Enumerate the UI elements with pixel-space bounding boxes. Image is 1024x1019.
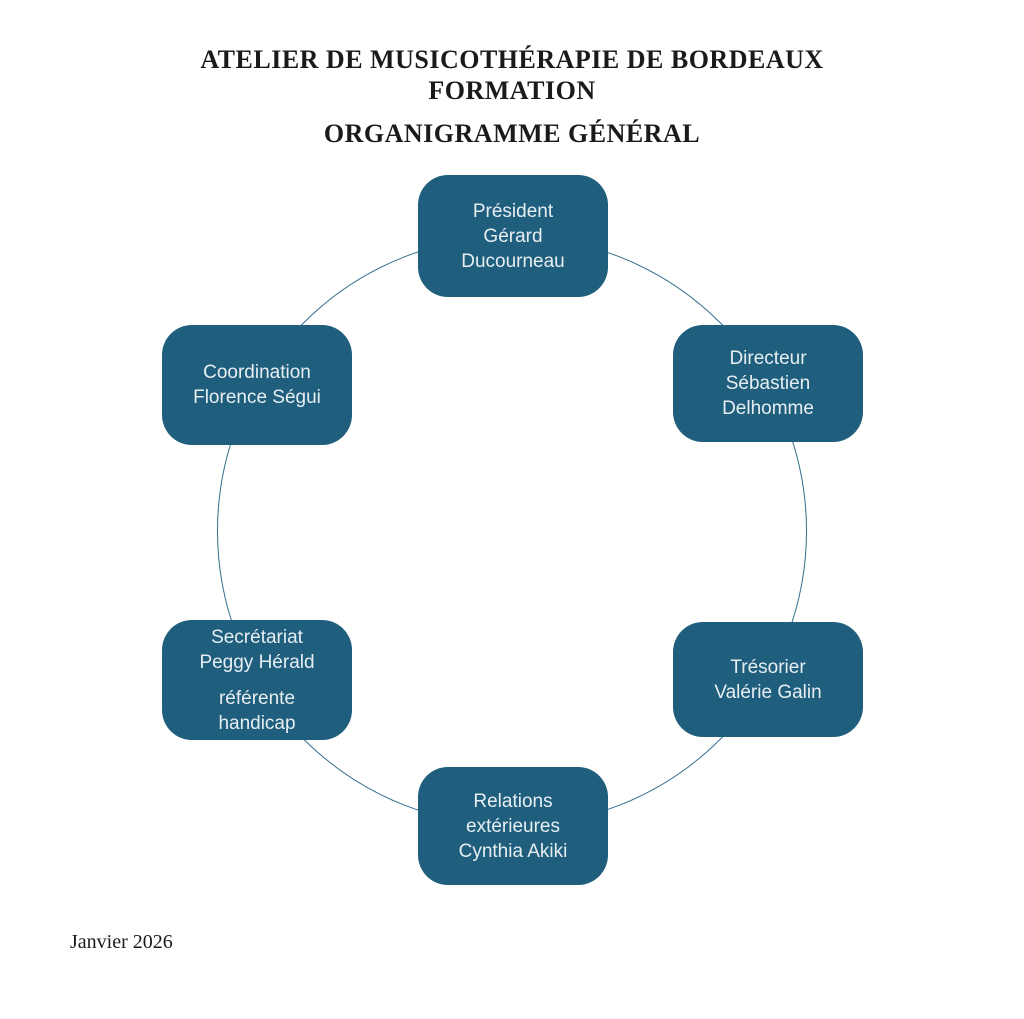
org-box-tresorier: Trésorier Valérie Galin <box>673 622 863 737</box>
org-box-secretariat-label: Secrétariat Peggy Hérald <box>199 626 315 673</box>
title-line-1: ATELIER DE MUSICOTHÉRAPIE DE BORDEAUX <box>200 45 824 74</box>
org-box-tresorier-label: Trésorier Valérie Galin <box>714 656 822 703</box>
org-box-relations-label: Relations extérieures Cynthia Akiki <box>458 790 568 862</box>
org-box-coordination: Coordination Florence Ségui <box>162 325 352 445</box>
subtitle-text: ORGANIGRAMME GÉNÉRAL <box>323 119 701 148</box>
org-box-president: Président Gérard Ducourneau <box>418 175 608 297</box>
org-box-relations-exterieures: Relations extérieures Cynthia Akiki <box>418 767 608 885</box>
org-box-directeur-label: Directeur Sébastien Delhomme <box>722 348 814 419</box>
org-box-secretariat-sublabel: référente handicap <box>218 687 296 734</box>
document-subtitle: ORGANIGRAMME GÉNÉRAL <box>0 118 1024 149</box>
org-box-coordination-label: Coordination Florence Ségui <box>193 362 321 408</box>
title-line-2: FORMATION <box>428 76 596 105</box>
footer-date: Janvier 2026 <box>70 931 173 953</box>
org-box-directeur: Directeur Sébastien Delhomme <box>673 325 863 442</box>
document-title: ATELIER DE MUSICOTHÉRAPIE DE BORDEAUX FO… <box>0 44 1024 106</box>
org-box-president-label: Président Gérard Ducourneau <box>461 200 565 272</box>
org-box-secretariat: Secrétariat Peggy Hérald référente handi… <box>162 620 352 740</box>
